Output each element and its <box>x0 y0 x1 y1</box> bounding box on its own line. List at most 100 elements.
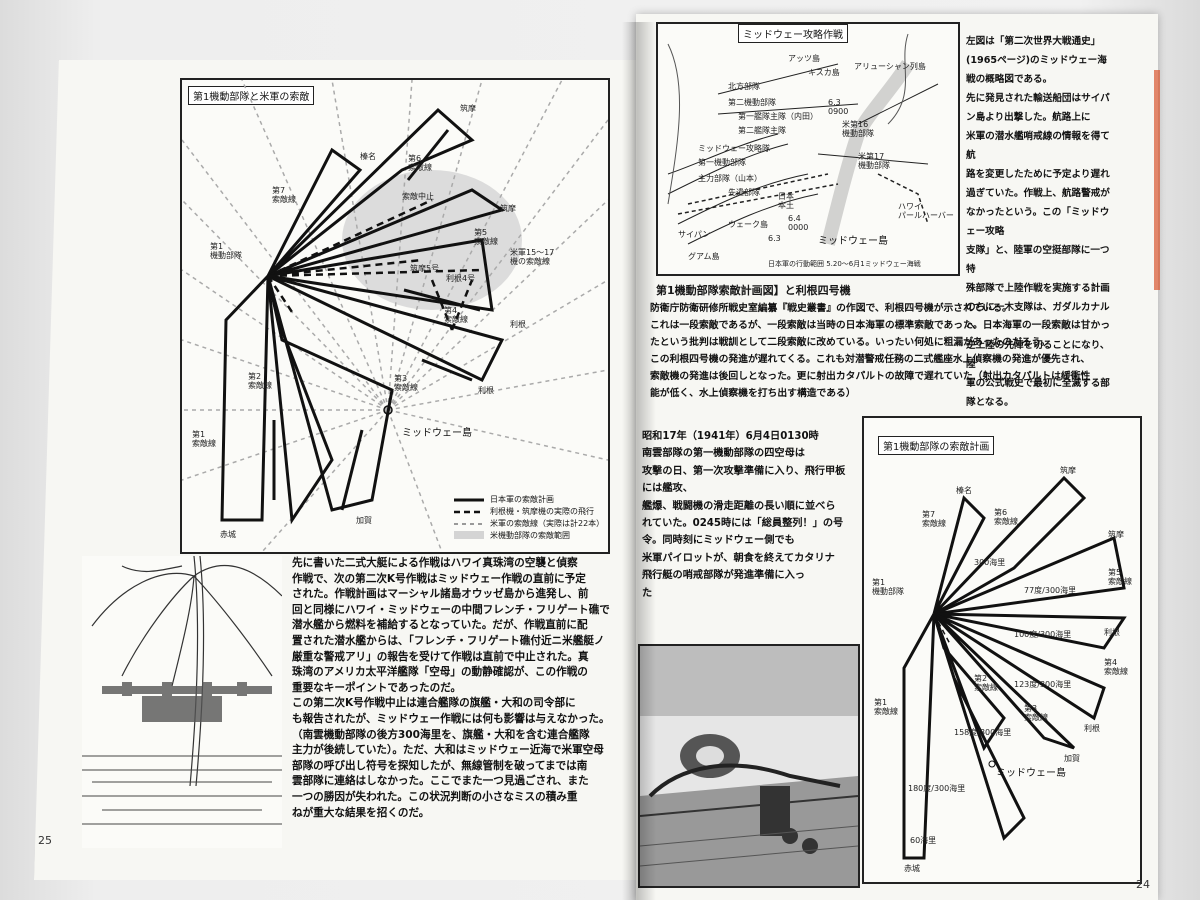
right-lower-line: 令。同時刻にミッドウェー側でも <box>642 535 795 547</box>
label-akagi: 赤城 <box>220 530 236 539</box>
left-search-map: 第1機動部隊と米軍の索敵 <box>180 78 610 554</box>
label-us-tf16: 米第16 機動部隊 <box>842 120 874 138</box>
right-lower-line: れていた。0245時には「総員整列！」の号 <box>642 518 844 530</box>
carrier-deck-illustration <box>638 644 860 888</box>
r-label-tone: 利根 <box>1104 628 1120 637</box>
label-tone-4: 利根4号 <box>446 274 476 283</box>
left-text-line: 先に書いた二式大艇による作戦はハワイ真珠湾の空襲と偵察 <box>292 557 578 569</box>
r-label-line2: 第2 索敵線 <box>974 674 998 692</box>
label-first-kido-force: 第一機動部隊 <box>698 158 746 167</box>
left-text-line: も報告されたが、ミッドウェー作戦には何も影響は与えなかった。 <box>292 712 610 725</box>
midway-campaign-map: ミッドウェー攻略作戦 アッツ島 キスカ島 アリューシャン列島 北方部隊 <box>656 22 960 276</box>
r-label-haruna: 榛名 <box>956 486 972 495</box>
label-second-kido: 第二機動部隊 <box>728 98 776 107</box>
right-lower-line: 昭和17年（1941年）6月4日0130時 <box>642 431 819 442</box>
left-map-svg <box>182 80 608 552</box>
section-line: 防衛庁防衛研修所戦史室編纂『戦史叢書』の作図で、利根四号機が示されている。 <box>650 303 1012 314</box>
r-label-kaga: 加賀 <box>1064 754 1080 763</box>
r-label-chikuma2: 筑摩 <box>1108 530 1124 539</box>
book-spine <box>622 22 656 900</box>
r-label-line6: 第6 索敵線 <box>994 508 1018 526</box>
midway-marker <box>383 405 393 415</box>
r-label-dist6: 180度/300海里 <box>908 784 966 793</box>
label-chikuma: 筑摩 <box>500 204 516 213</box>
left-text-line: 一つの勝因が失われた。この状況判断の小さなミスの積み重 <box>292 790 578 803</box>
legend-us-lines: 米軍の索敵線（実際は計22本） <box>490 519 605 528</box>
carrier-drawing <box>640 646 858 886</box>
label-line-5: 第5 索敵線 <box>474 228 498 246</box>
right-column-line: 逆上陸の先陣を切ることになり、陸 <box>966 340 1110 370</box>
label-line-7: 第7 索敵線 <box>272 186 296 204</box>
label-line-1: 第1 索敵線 <box>192 430 216 448</box>
right-column-line: 隊となる。 <box>966 397 1014 408</box>
section-line: この利根四号機の発進が遅れてくる。これも対潜警戒任務の二式艦座水上偵察機の発進が… <box>650 354 1091 365</box>
left-text-line: 珠湾のアメリカ太平洋艦隊「空母」の動静確認が、この作戦の <box>292 666 588 679</box>
left-text-line: （南雲機動部隊の後方300海里を、旗艦・大和を含む連合艦隊 <box>292 728 590 741</box>
right-column-text: 左図は「第二次世界大戦通史」(1965ページ)のミッドウェー海戦の概略図である。… <box>966 32 1116 412</box>
label-hawaii: ハワイ パールハーバー <box>898 202 954 220</box>
label-japan: 日本 本土 <box>778 192 794 210</box>
r-label-dist3: 100度/300海里 <box>1014 630 1072 639</box>
right-lower-line: た <box>642 585 854 602</box>
label-aleutians: アリューシャン列島 <box>854 62 926 71</box>
label-attu: アッツ島 <box>788 54 820 63</box>
right-map-title: 第1機動部隊の索敵計画 <box>878 436 995 455</box>
legend-actual: 利根機・筑摩機の実際の飛行 <box>490 507 594 516</box>
right-page-number: 24 <box>1136 878 1150 891</box>
left-text-line: された。作戦計画はマーシャル諸島オウッゼ島から進発し、前 <box>292 588 589 601</box>
label-search-stop: 索敵中止 <box>402 192 434 201</box>
right-column-line: 支隊」と、陸軍の空挺部隊に一つ特 <box>966 245 1110 275</box>
left-body-text: 先に書いた二式大艇による作戦はハワイ真珠湾の空襲と偵察 作戦で、次の第二次K号作… <box>292 556 648 821</box>
label-first-fleet: 第一艦隊主隊（内田） <box>738 112 818 121</box>
left-text-line: 主力が後続していた）。ただ、大和はミッドウェー近海で米軍空母 <box>292 744 604 757</box>
label-date-1: 6.3 0900 <box>828 98 849 116</box>
label-us-tf17: 米第17 機動部隊 <box>858 152 890 170</box>
label-kaga: 加賀 <box>356 516 372 525</box>
left-text-line: 作戦で、次の第二次K号作戦はミッドウェー作戦の直前に予定 <box>292 572 586 585</box>
r-label-chikuma: 筑摩 <box>1060 466 1076 475</box>
left-text-line: ねが重大な結果を招くのだ。 <box>292 806 430 819</box>
label-chikuma-5: 筑摩5号 <box>410 264 440 273</box>
label-saipan: サイパン <box>678 230 711 239</box>
r-label-tone2: 利根 <box>1084 724 1100 733</box>
us-search-area <box>342 170 522 310</box>
section-line: たという批判は戦訓として二段索敵に改めている。いったい何処に粗漏があったのだろう… <box>650 337 1051 348</box>
right-column-line: 米軍の潜水艦哨戒線の情報を得て航 <box>966 131 1110 161</box>
section-line: これは一段索敵であるが、一段索敵は当時の日本海軍の標準索敵であった。日本海軍の一… <box>650 320 1111 331</box>
right-lower-text: 昭和17年（1941年）6月4日0130時 南雲部隊の第一機動部隊の四空母は 攻… <box>642 428 854 602</box>
label-advance-force: 先遣部隊 <box>728 188 760 197</box>
left-text-line: 置された潜水艦からは、「フレンチ・フリゲート礁付近ニ米艦艇ノ <box>292 634 605 647</box>
right-page: ミッドウェー攻略作戦 アッツ島 キスカ島 アリューシャン列島 北方部隊 <box>636 14 1158 900</box>
left-text-line: 重要なキーポイントであったのだ。 <box>292 681 462 694</box>
right-column-line: 軍の公式戦史で最初に全滅する部 <box>966 378 1110 389</box>
r-label-line3: 第3 索敵線 <box>1024 704 1048 722</box>
legend-us-range: 米機動部隊の索敵範囲 <box>490 531 570 540</box>
right-map-svg <box>902 475 1127 860</box>
label-second-fleet: 第二艦隊主隊 <box>738 126 786 135</box>
r-label-line7: 第7 索敵線 <box>922 510 946 528</box>
label-line-2: 第2 索敵線 <box>248 372 272 390</box>
label-haruna: 榛名 <box>360 152 376 161</box>
label-midway: ミッドウェー島 <box>402 428 472 439</box>
section-body: 防衛庁防衛研修所戦史室編纂『戦史叢書』の作図で、利根四号機が示されている。 これ… <box>650 300 1150 402</box>
label-guam: グアム島 <box>688 252 720 261</box>
right-lower-line: 飛行艇の哨戒部隊が発進準備に入っ <box>642 570 805 582</box>
seaplane-drawing <box>82 556 282 848</box>
right-lower-line: 攻撃の日、第一次攻撃準備に入り、飛行甲板には艦攻、 <box>642 465 846 495</box>
label-midway-invasion: ミッドウェー攻略隊 <box>698 144 770 153</box>
label-line-6: 第6 索敵線 <box>408 154 432 172</box>
label-date-2: 6.4 0000 <box>788 214 809 232</box>
left-map-legend <box>454 498 484 539</box>
label-kiska: キスカ島 <box>808 68 840 77</box>
section-heading: 第1機動部隊索敵計画図】と利根四号機 <box>656 284 851 297</box>
left-text-line: この第二次K号作戦中止は連合艦隊の旗艦・大和の司令部に <box>292 697 576 710</box>
seaplane-illustration <box>82 556 282 848</box>
left-text-line: 部隊の呼び出し符号を探知したが、無線管制を破ってまでは南 <box>292 759 588 772</box>
campaign-map-caption: 日本軍の行動範囲 5.20～6月1ミッドウェー海戦 <box>768 260 921 268</box>
campaign-map-svg <box>667 33 939 246</box>
r-label-akagi: 赤城 <box>904 864 920 873</box>
label-midway-top: ミッドウェー島 <box>818 236 888 247</box>
right-search-plan-map: 第1機動部隊の索敵計画 筑摩 榛名 筑摩 利根 利根 加賀 赤城 <box>862 416 1142 884</box>
label-date-3: 6.3 <box>768 234 781 243</box>
right-column-line: 過ぎていた。作戦上、航路警戒が <box>966 188 1110 199</box>
